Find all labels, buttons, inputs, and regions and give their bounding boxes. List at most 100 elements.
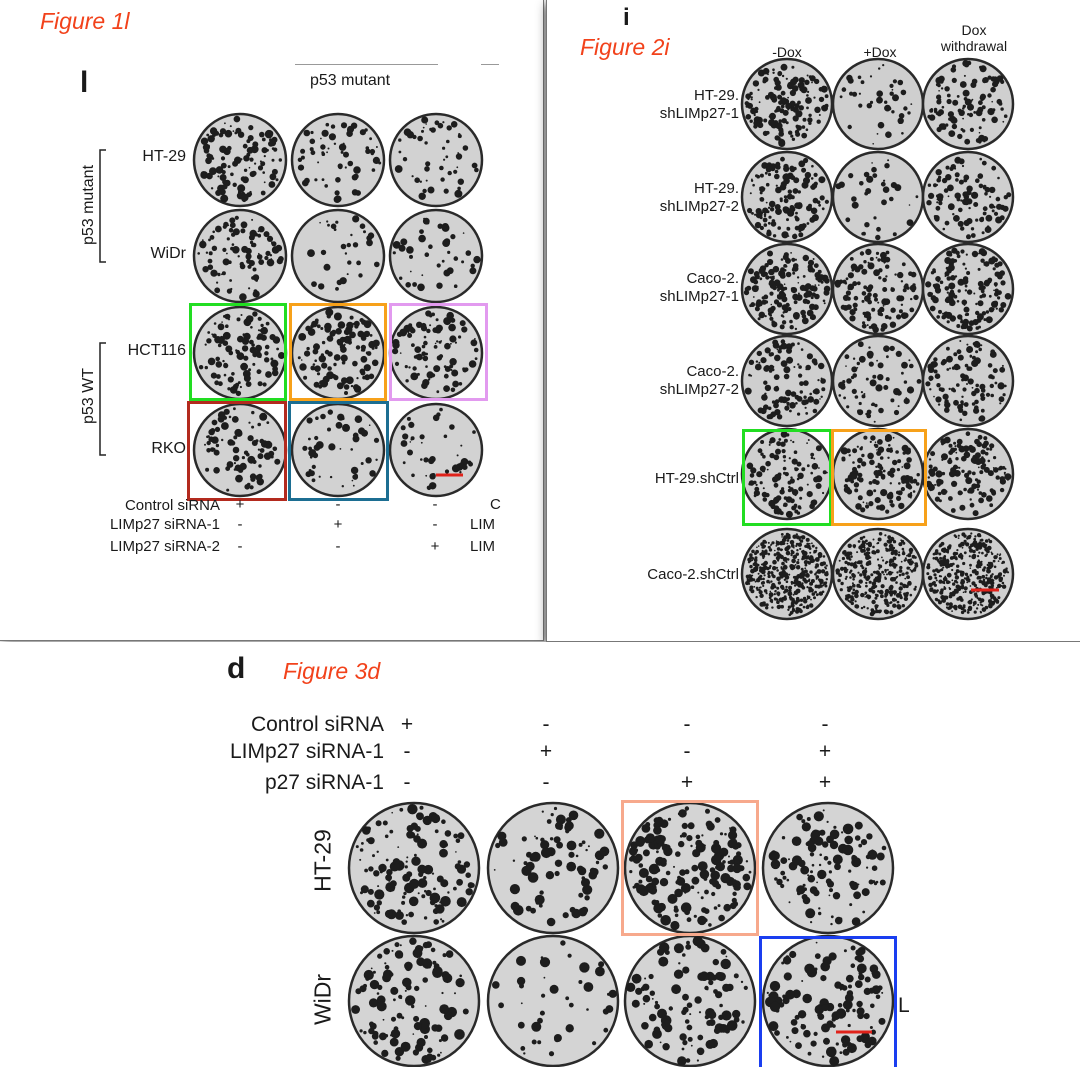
bracket-p53-mutant	[99, 149, 106, 263]
panel-letter-i: i	[623, 4, 630, 31]
colony-plate	[831, 527, 925, 621]
colony-plate	[921, 527, 1015, 621]
row-label-ht29-shctrl: HT-29.shCtrl	[654, 470, 739, 487]
mark: -	[335, 496, 341, 513]
row-label-hct116: HCT116	[127, 342, 186, 359]
mark: -	[237, 538, 243, 555]
mark: -	[432, 496, 438, 513]
condition-label-control-3d: Control siRNA	[250, 713, 384, 736]
condition-label-limp27-2: LIMp27 siRNA-2	[109, 538, 220, 555]
figure-1l-graphics	[99, 112, 484, 498]
colony-plate	[290, 112, 386, 208]
colony-plate	[623, 801, 757, 935]
colony-plate	[761, 801, 895, 935]
side-letter-l: L	[898, 994, 910, 1017]
row-label-rko: RKO	[151, 440, 186, 457]
colony-plate	[740, 242, 834, 336]
colony-plate	[740, 527, 834, 621]
highlight-box-violet	[389, 303, 488, 401]
colony-plate	[740, 57, 834, 151]
highlight-box-orange	[289, 303, 387, 401]
mark: -	[683, 713, 691, 736]
colony-plate	[831, 150, 925, 244]
figure-3d-dishes	[347, 801, 895, 1067]
colony-plate	[831, 334, 925, 428]
condition-label-control: Control siRNA	[124, 497, 220, 514]
figure-3d-graphics	[347, 801, 895, 1067]
mark: +	[400, 713, 414, 736]
colony-plate	[388, 112, 484, 208]
figure-1l-dishes	[192, 112, 484, 498]
colony-plate	[921, 242, 1015, 336]
colony-plate	[740, 150, 834, 244]
row-label-caco2-shctrl: Caco-2.shCtrl	[647, 566, 739, 583]
colony-plate	[921, 334, 1015, 428]
cut-label-lim-1: LIM	[470, 516, 496, 533]
mark: -	[237, 516, 243, 533]
highlight-box-orange-2i	[831, 429, 927, 526]
mark: -	[821, 713, 829, 736]
mark: +	[818, 771, 832, 794]
header-rule-cut	[481, 64, 499, 65]
mark: +	[430, 538, 440, 555]
highlight-box-teal	[288, 401, 389, 501]
mark: +	[235, 496, 245, 513]
highlight-box-salmon-3d	[621, 800, 759, 936]
colony-plate	[347, 801, 481, 935]
column-label-minus-dox: -Dox	[772, 44, 802, 60]
mark: -	[542, 713, 550, 736]
colony-plate	[831, 57, 925, 151]
mark: -	[335, 538, 341, 555]
highlight-box-red	[187, 401, 287, 501]
header-rule	[295, 64, 438, 65]
row-label-ht29-shlimp27-1: HT-29. shLIMp27-1	[659, 87, 739, 122]
mark: -	[542, 771, 550, 794]
colony-plate	[831, 242, 925, 336]
colony-plate	[290, 402, 386, 498]
row-label-ht29-shlimp27-2: HT-29. shLIMp27-2	[659, 180, 739, 215]
mark: +	[333, 516, 343, 533]
colony-plate	[290, 208, 386, 304]
condition-label-limp27-1: LIMp27 siRNA-1	[109, 516, 220, 533]
colony-plate	[290, 305, 386, 401]
figure-1l-tag: Figure 1l	[40, 8, 130, 34]
colony-plate	[388, 208, 484, 304]
colony-plate	[921, 57, 1015, 151]
figure-2i-dishes	[740, 57, 1015, 621]
figure-1l-panel: Figure 1l l p53 mutant p53 mutant p53 WT…	[0, 0, 544, 641]
colony-plate	[347, 934, 481, 1067]
colony-plate	[192, 112, 288, 208]
figure-2i-tag: Figure 2i	[580, 34, 670, 60]
figure-2i-panel: i Figure 2i -Dox +Dox Dox withdrawal HT-…	[546, 0, 1080, 642]
colony-plate	[192, 208, 288, 304]
mark: -	[432, 516, 438, 533]
highlight-box-green-2i	[742, 429, 832, 526]
figure-3d-panel: d Figure 3d Control siRNA LIMp27 siRNA-1…	[0, 642, 1080, 1067]
colony-plate	[740, 334, 834, 428]
figure-2i-graphics	[740, 57, 1015, 621]
colony-plate	[623, 934, 757, 1067]
cut-label-lim-2: LIM	[470, 538, 496, 555]
figure-3d-tag: Figure 3d	[283, 658, 381, 684]
mark: -	[403, 771, 411, 794]
bracket-p53-wt	[99, 342, 106, 456]
column-label-plus-dox: +Dox	[863, 44, 897, 60]
row-label-ht29: HT-29	[142, 148, 186, 165]
mark: -	[683, 740, 691, 763]
condition-label-p27-3d: p27 siRNA-1	[264, 771, 384, 794]
row-label-caco2-shlimp27-2: Caco-2. shLIMp27-2	[659, 363, 739, 398]
row-label-widr: WiDr	[150, 245, 186, 262]
row-label-caco2-shlimp27-1: Caco-2. shLIMp27-1	[659, 270, 739, 305]
colony-plate	[486, 801, 620, 935]
cut-label-c: C	[490, 496, 501, 513]
mark: +	[539, 740, 553, 763]
colony-plate	[740, 427, 834, 521]
panel-letter-d: d	[227, 652, 246, 685]
colony-plate	[388, 402, 484, 498]
colony-plate	[192, 305, 288, 401]
mark: +	[680, 771, 694, 794]
mark: +	[818, 740, 832, 763]
condition-label-limp27-3d: LIMp27 siRNA-1	[229, 740, 384, 763]
highlight-box-blue-3d	[759, 936, 897, 1067]
panel-letter-l: l	[80, 66, 89, 99]
